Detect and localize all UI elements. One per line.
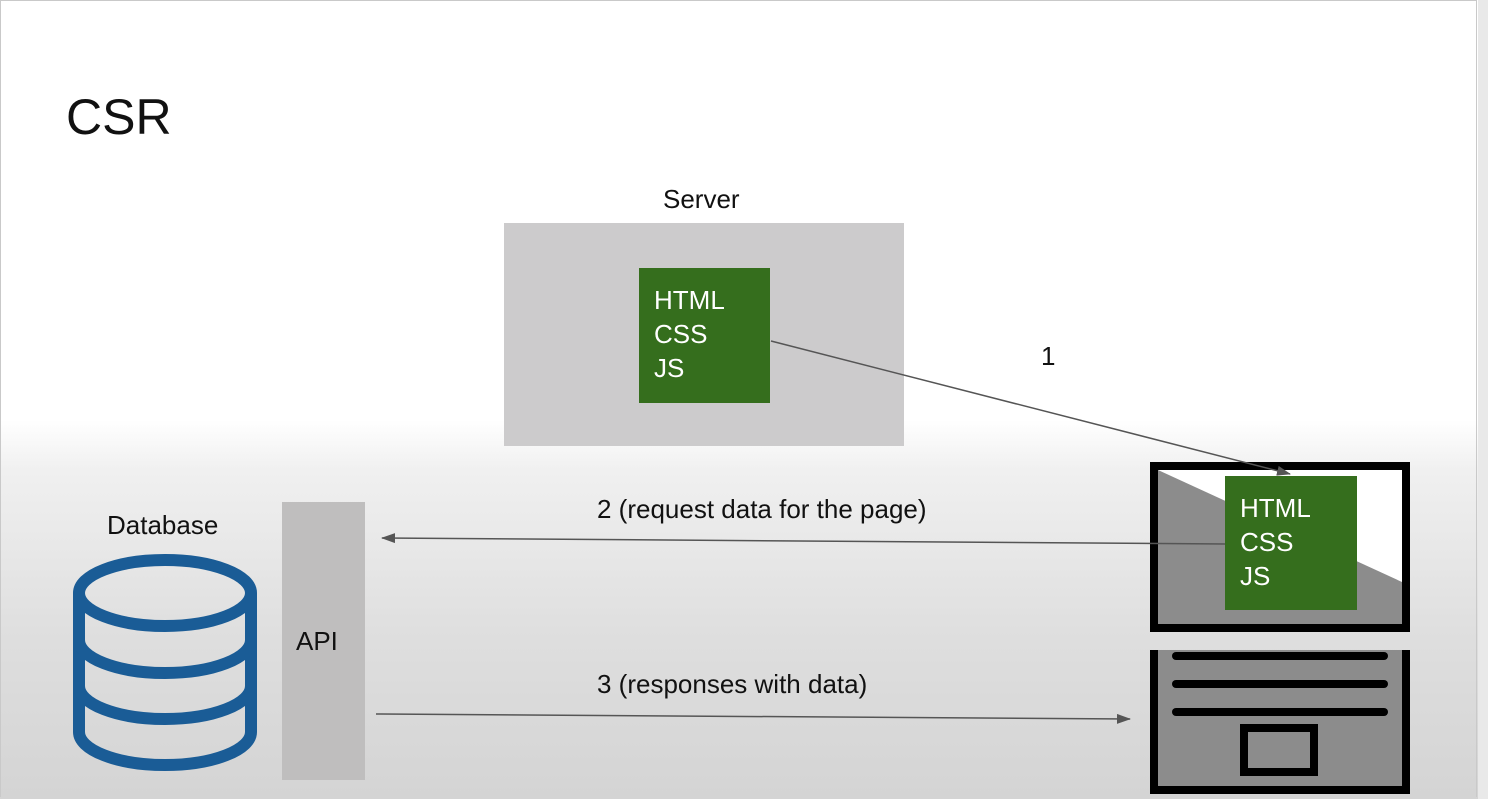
window-edge: [1478, 0, 1488, 799]
client-file-html: HTML: [1240, 493, 1311, 523]
server-code-box: HTML CSS JS: [639, 268, 770, 403]
server-file-js: JS: [654, 353, 685, 383]
api-label: API: [296, 626, 338, 656]
server-file-css: CSS: [654, 319, 708, 349]
database-icon: [73, 554, 257, 771]
api-box: [282, 502, 365, 780]
step-2-label: 2 (request data for the page): [597, 494, 927, 524]
client-file-css: CSS: [1240, 527, 1294, 557]
arrow-step-3: [375, 713, 1131, 724]
device-page-icon: [1150, 650, 1410, 794]
database-label: Database: [107, 510, 219, 540]
step-3-label: 3 (responses with data): [597, 669, 868, 699]
arrow-step-2: [381, 533, 1227, 545]
client-file-js: JS: [1240, 561, 1271, 591]
server-file-html: HTML: [654, 285, 725, 315]
slide-title: CSR: [66, 89, 172, 145]
step-1-label: 1: [1041, 341, 1056, 371]
client-code-box: HTML CSS JS: [1225, 476, 1357, 610]
server-label: Server: [663, 184, 740, 214]
